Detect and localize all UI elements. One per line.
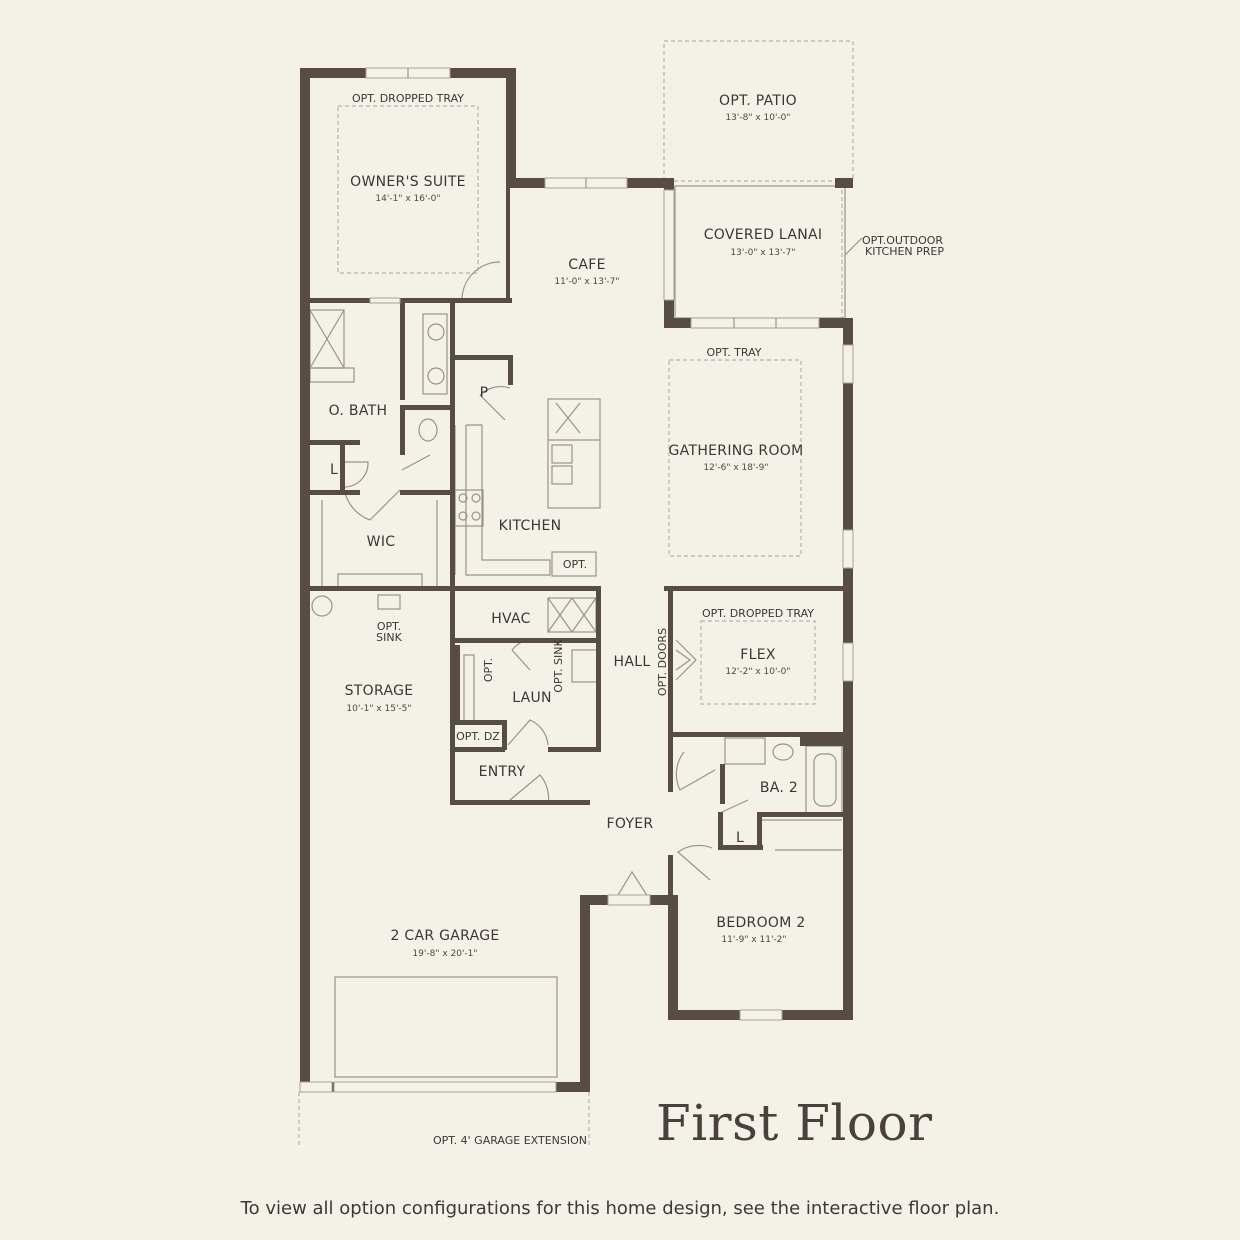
- garage-extension-label: OPT. 4' GARAGE EXTENSION: [433, 1134, 587, 1147]
- hvac-label: HVAC: [491, 611, 531, 627]
- garage-dim: 19'-8" x 20'-1": [412, 949, 477, 959]
- flex-label: FLEX: [740, 647, 776, 663]
- wic-label: WIC: [367, 534, 396, 550]
- storage-sink-line2: SINK: [376, 631, 402, 644]
- opt-patio-label: OPT. PATIO: [719, 93, 797, 109]
- kitchen-opt-label: OPT.: [563, 558, 587, 571]
- bedroom2-label: BEDROOM 2: [716, 915, 805, 931]
- opt-patio-outline: [663, 40, 854, 182]
- bedroom2-dim: 11'-9" x 11'-2": [721, 935, 786, 945]
- laundry-label: LAUN: [512, 690, 552, 706]
- gathering-tray-outline: [668, 359, 802, 557]
- storage-dim: 10'-1" x 15'-5": [346, 704, 411, 714]
- gathering-room-label: GATHERING ROOM: [669, 443, 804, 459]
- linen-owner-label: L: [330, 462, 338, 478]
- hall-label: HALL: [614, 654, 651, 670]
- outdoor-kitchen-line1: OPT.OUTDOOR: [862, 234, 943, 247]
- bath2-label: BA. 2: [760, 780, 798, 796]
- linen-bed2-label: L: [736, 830, 744, 846]
- kitchen-label: KITCHEN: [499, 518, 562, 534]
- owners-suite-label: OWNER'S SUITE: [350, 174, 466, 190]
- openings: [299, 67, 854, 1093]
- laundry-opt-sink-label: OPT. SINK: [552, 639, 565, 693]
- covered-lanai-dim: 13'-0" x 13'-7": [730, 248, 795, 258]
- storage-label: STORAGE: [345, 683, 414, 699]
- flex-tray-label: OPT. DROPPED TRAY: [702, 607, 814, 620]
- flex-dim: 12'-2" x 10'-0": [725, 667, 790, 677]
- owners-suite-tray-label: OPT. DROPPED TRAY: [352, 92, 464, 105]
- foyer-label: FOYER: [607, 816, 654, 832]
- outdoor-kitchen-line2: KITCHEN PREP: [865, 245, 944, 258]
- cafe-label: CAFE: [568, 257, 605, 273]
- hall-opt-doors-label: OPT. DOORS: [656, 628, 669, 696]
- footer-note: To view all option configurations for th…: [240, 1198, 1000, 1219]
- opt-patio-dim: 13'-8" x 10'-0": [725, 113, 790, 123]
- gathering-room-dim: 12'-6" x 18'-9": [703, 463, 768, 473]
- covered-lanai-label: COVERED LANAI: [704, 227, 823, 243]
- storage-sink-line1: OPT.: [377, 620, 401, 633]
- laundry-opt-label: OPT.: [482, 658, 495, 682]
- interior-partitions: [309, 309, 843, 1078]
- outdoor-kitchen-leader: [844, 237, 863, 256]
- garage-label: 2 CAR GARAGE: [390, 928, 499, 944]
- o-bath-label: O. BATH: [329, 403, 388, 419]
- flex-tray-outline: [700, 620, 816, 705]
- gathering-tray-label: OPT. TRAY: [706, 346, 761, 359]
- entry-label: ENTRY: [479, 764, 526, 780]
- pantry-label: P: [480, 385, 489, 401]
- cafe-dim: 11'-0" x 13'-7": [554, 277, 619, 287]
- opt-dz-label: OPT. DZ: [456, 730, 500, 743]
- floor-title: First Floor: [656, 1094, 933, 1152]
- owners-suite-tray-outline: [337, 105, 479, 274]
- door-swings: [343, 261, 749, 906]
- owners-suite-dim: 14'-1" x 16'-0": [375, 194, 440, 204]
